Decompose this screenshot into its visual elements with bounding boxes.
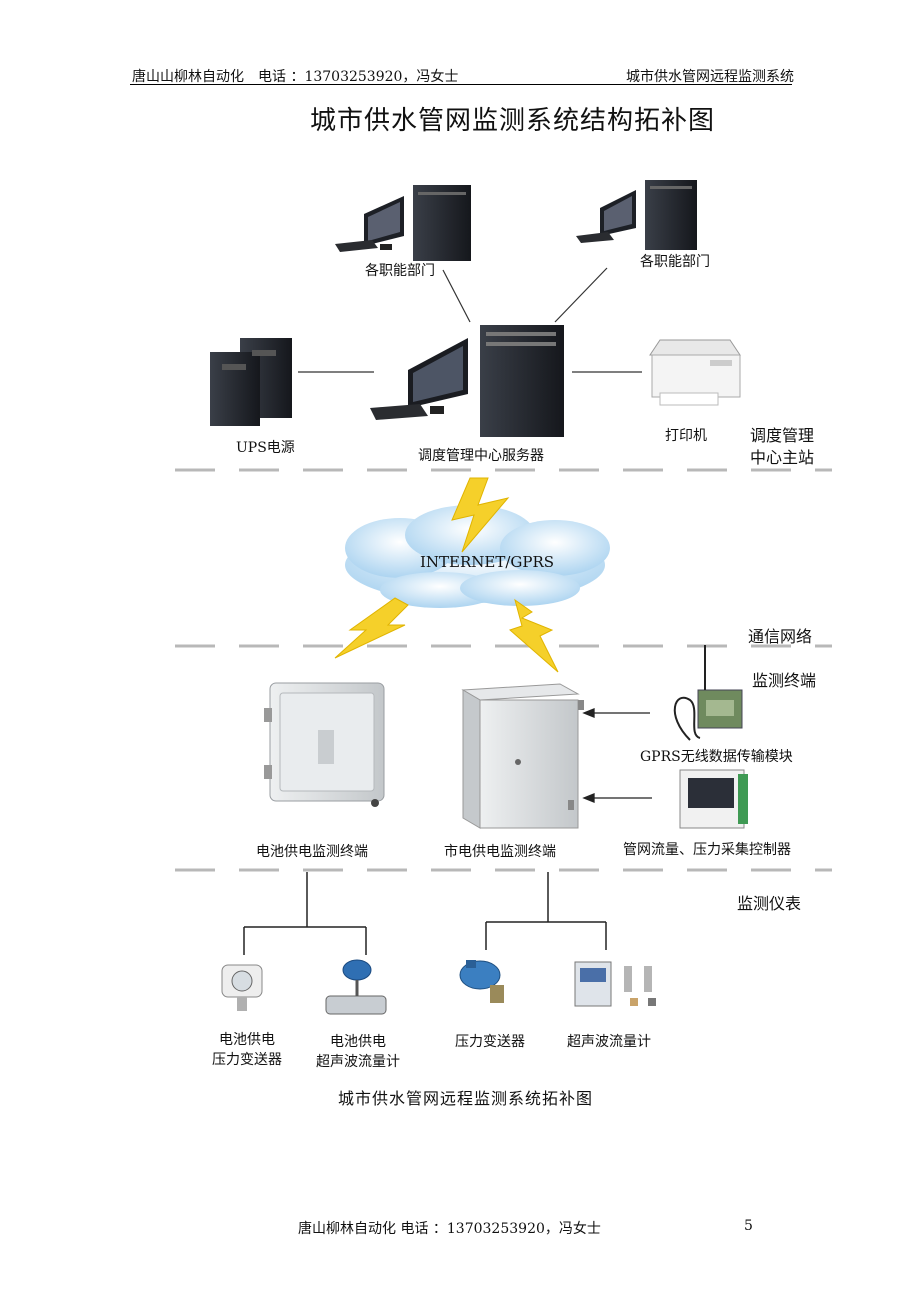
computer-icon-right bbox=[576, 180, 697, 250]
battery-terminal-icon bbox=[264, 682, 385, 807]
ultrasonic-flowmeter-icon bbox=[574, 961, 656, 1007]
battery-flow-label: 电池供电 超声波流量计 bbox=[316, 1031, 400, 1071]
controller-icon bbox=[679, 769, 748, 829]
header-rule bbox=[130, 84, 792, 85]
footer-text: 唐山柳林自动化 电话 ：13703253920，冯女士 bbox=[298, 1221, 601, 1237]
dept-right-label: 各职能部门 bbox=[640, 254, 710, 270]
zone-separators bbox=[175, 468, 832, 872]
ups-icon bbox=[210, 338, 292, 426]
flow-label: 超声波流量计 bbox=[567, 1034, 651, 1050]
battery-flow-line-1: 电池供电 bbox=[330, 1034, 386, 1050]
ups-label: UPS电源 bbox=[236, 440, 295, 456]
lightning-icons bbox=[334, 477, 559, 673]
cloud-label: INTERNET/GPRS bbox=[420, 553, 555, 571]
controller-label: 管网流量、压力采集控制器 bbox=[623, 842, 791, 858]
page-title: 城市供水管网监测系统结构拓补图 bbox=[310, 106, 716, 136]
zone-terminal: 监测终端 bbox=[752, 671, 817, 690]
zone-instrument: 监测仪表 bbox=[737, 894, 802, 913]
zone-dispatch-line-2: 中心主站 bbox=[750, 448, 815, 467]
battery-pressure-transmitter-icon bbox=[221, 964, 263, 1011]
header-right: 城市供水管网远程监测系统 bbox=[626, 69, 794, 85]
battery-flowmeter-icon bbox=[325, 959, 387, 1015]
dept-left-label: 各职能部门 bbox=[365, 263, 435, 279]
printer-icon bbox=[649, 339, 741, 406]
header-left: 唐山山柳林自动化 电话 ：13703253920，冯女士 bbox=[132, 69, 459, 85]
gprs-module-icon bbox=[673, 645, 743, 741]
zone-dispatch: 调度管理 中心主站 bbox=[750, 425, 814, 469]
printer-label: 打印机 bbox=[665, 428, 707, 444]
instrument-links bbox=[243, 872, 607, 955]
server-icon bbox=[370, 325, 564, 437]
battery-terminal-label: 电池供电监测终端 bbox=[256, 844, 368, 860]
server-label: 调度管理中心服务器 bbox=[418, 448, 544, 464]
mains-terminal-label: 市电供电监测终端 bbox=[444, 844, 556, 860]
mains-terminal-icon bbox=[461, 683, 584, 829]
cloud-icon bbox=[345, 505, 610, 608]
battery-pressure-line-2: 压力变送器 bbox=[212, 1052, 282, 1068]
battery-pressure-line-1: 电池供电 bbox=[219, 1032, 275, 1048]
figure-caption: 城市供水管网远程监测系统拓补图 bbox=[338, 1089, 594, 1108]
gprs-module-label: GPRS无线数据传输模块 bbox=[640, 749, 793, 765]
pressure-label: 压力变送器 bbox=[455, 1034, 525, 1050]
network-links bbox=[298, 267, 642, 373]
battery-flow-line-2: 超声波流量计 bbox=[316, 1054, 400, 1070]
zone-dispatch-line-1: 调度管理 bbox=[750, 426, 815, 445]
computer-icon-left bbox=[335, 185, 471, 261]
page-number: 5 bbox=[744, 1218, 753, 1234]
arrows bbox=[582, 708, 652, 803]
pressure-transmitter-icon bbox=[459, 960, 504, 1003]
battery-pressure-label: 电池供电 压力变送器 bbox=[212, 1029, 282, 1069]
zone-network: 通信网络 bbox=[748, 627, 813, 646]
